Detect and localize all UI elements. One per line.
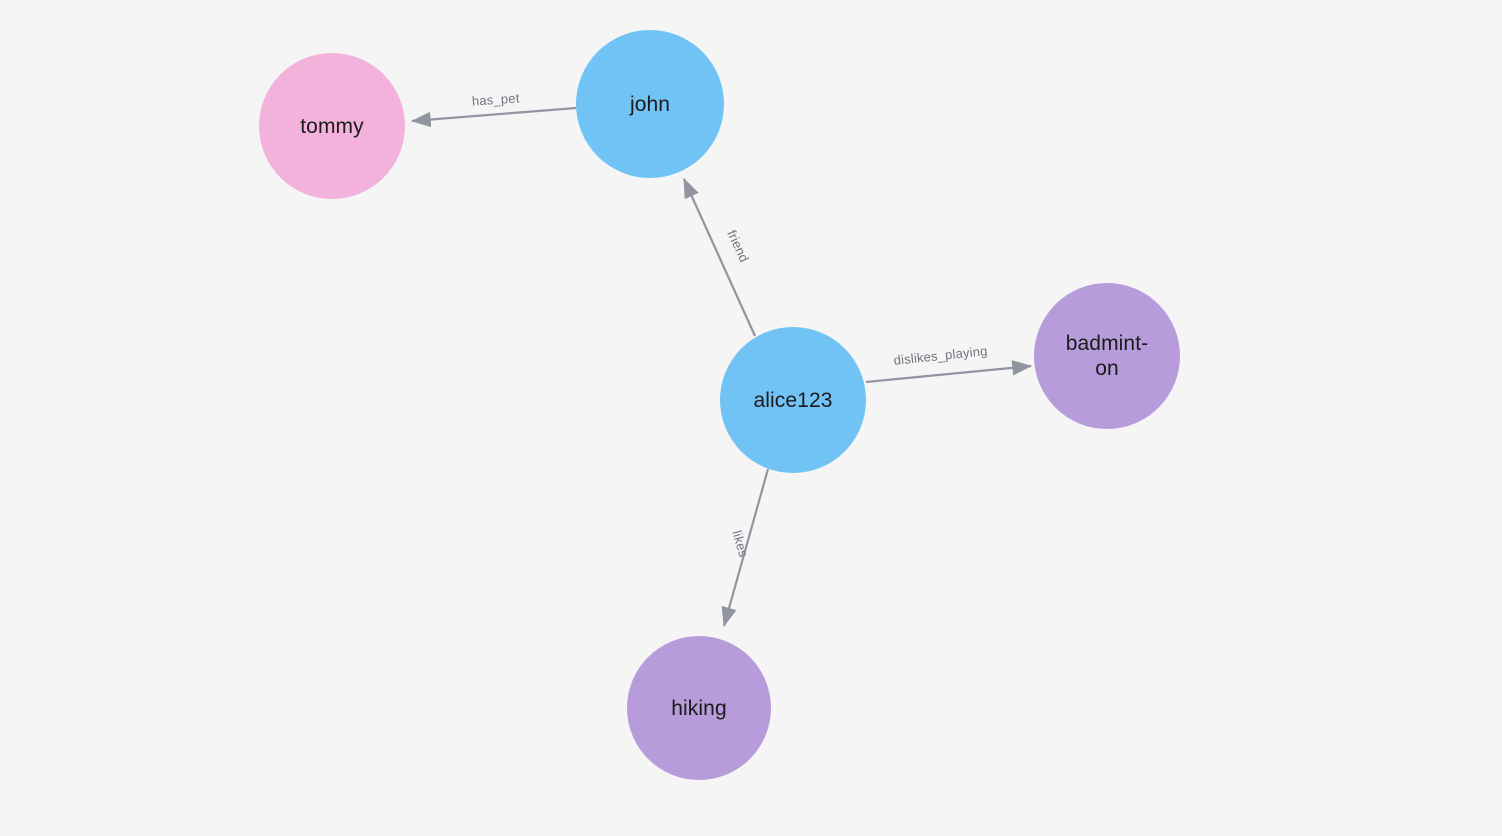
graph-node-hiking[interactable]: hiking: [627, 636, 771, 780]
graph-node-badminton[interactable]: badmint- on: [1034, 283, 1180, 429]
graph-edge[interactable]: [865, 360, 1033, 384]
node-label: badmint- on: [1065, 332, 1149, 380]
node-label: alice123: [753, 388, 833, 412]
graph-node-john[interactable]: john: [576, 30, 724, 178]
edge-label: friend: [724, 228, 752, 265]
edge-label: dislikes_playing: [893, 343, 988, 368]
graph-edge[interactable]: [410, 106, 577, 128]
graph-edge[interactable]: [682, 177, 757, 337]
node-label: tommy: [300, 114, 364, 138]
edge-label: has_pet: [471, 90, 520, 108]
edges-group: [410, 106, 1033, 628]
graph-node-tommy[interactable]: tommy: [259, 53, 405, 199]
edge-label: likes: [729, 529, 751, 559]
node-label: hiking: [671, 696, 727, 720]
graph-edge[interactable]: [721, 468, 770, 628]
node-label: john: [629, 92, 671, 116]
graph-node-alice123[interactable]: alice123: [720, 327, 866, 473]
